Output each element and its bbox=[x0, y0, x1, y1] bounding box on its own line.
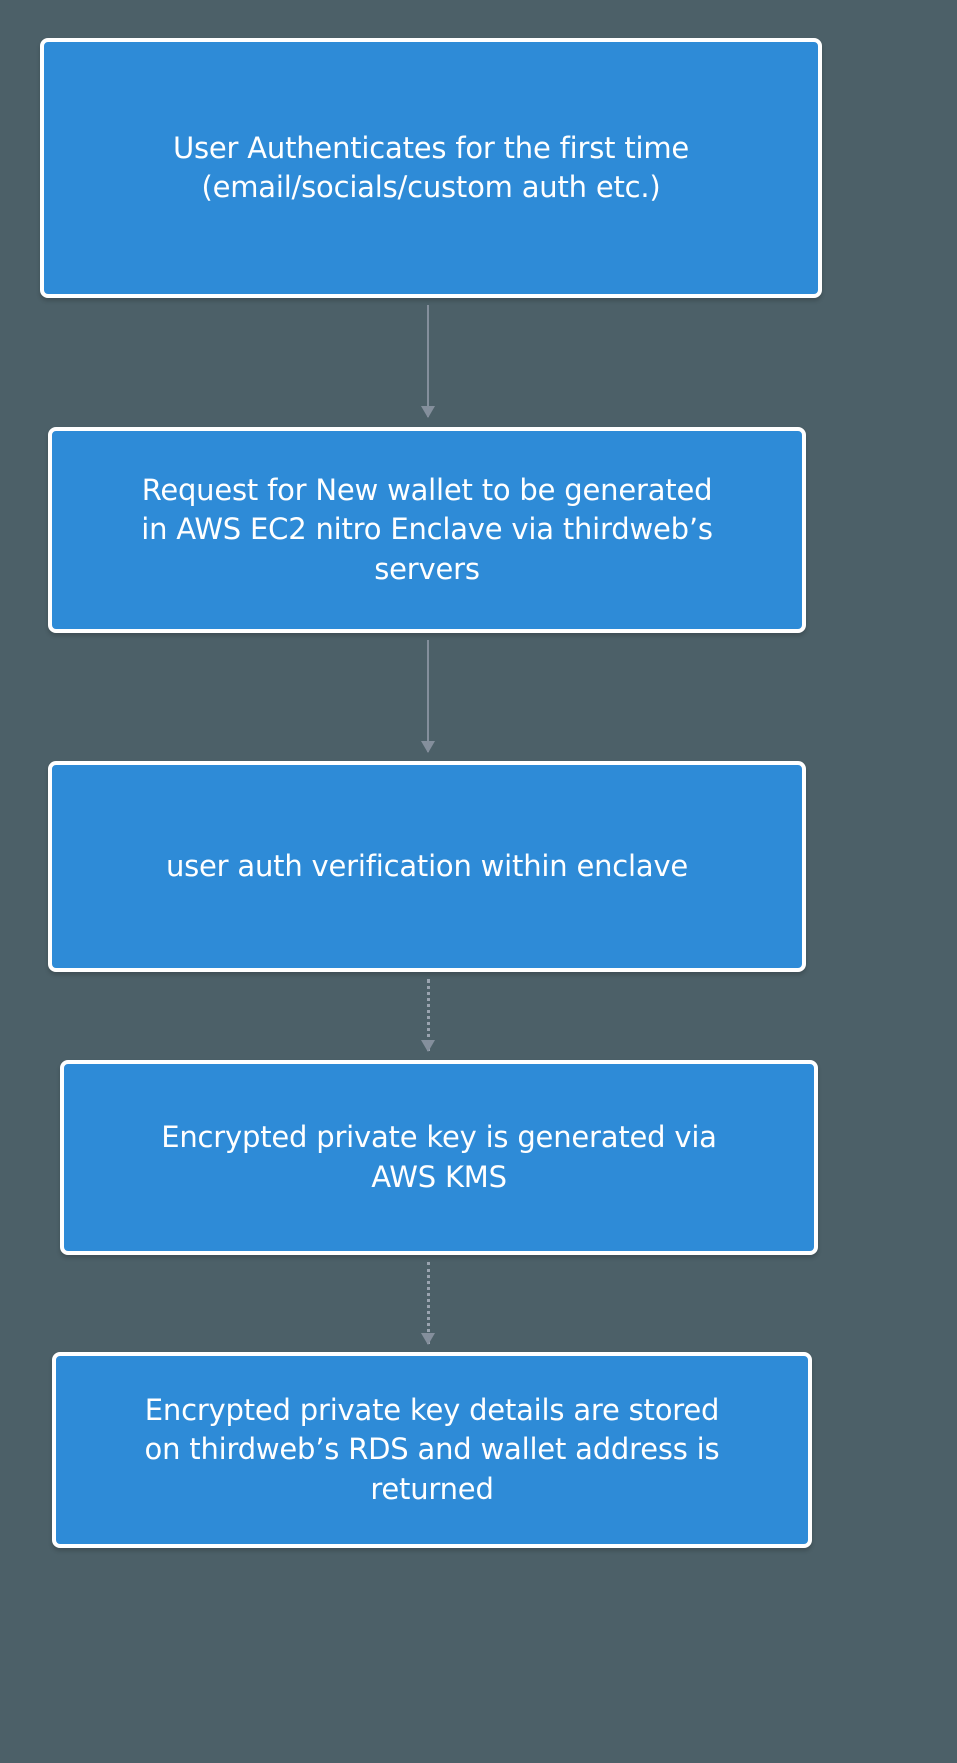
edge-line bbox=[427, 979, 430, 1051]
edge-line bbox=[427, 640, 429, 752]
flow-node-user-authenticates[interactable]: User Authenticates for the first time (e… bbox=[40, 38, 822, 298]
arrowhead-down-icon bbox=[421, 406, 435, 418]
edge-line bbox=[427, 305, 429, 417]
flow-node-user-auth-verification[interactable]: user auth verification within enclave bbox=[48, 761, 806, 972]
arrowhead-down-icon bbox=[421, 1040, 435, 1052]
flow-node-label: user auth verification within enclave bbox=[165, 848, 689, 883]
flow-node-request-new-wallet[interactable]: Request for New wallet to be generated i… bbox=[48, 427, 806, 633]
arrowhead-down-icon bbox=[421, 741, 435, 753]
edge-line bbox=[427, 1262, 430, 1344]
flow-node-key-details-stored-rds[interactable]: Encrypted private key details are stored… bbox=[52, 1352, 812, 1548]
arrowhead-down-icon bbox=[421, 1333, 435, 1345]
flow-node-encrypted-private-key-generated[interactable]: Encrypted private key is generated via A… bbox=[60, 1060, 818, 1255]
flow-node-label: Encrypted private key details are stored… bbox=[144, 1393, 720, 1506]
flow-node-label: User Authenticates for the first time (e… bbox=[172, 130, 690, 204]
flow-node-label: Request for New wallet to be generated i… bbox=[141, 473, 713, 586]
flow-node-label: Encrypted private key is generated via A… bbox=[161, 1120, 717, 1194]
